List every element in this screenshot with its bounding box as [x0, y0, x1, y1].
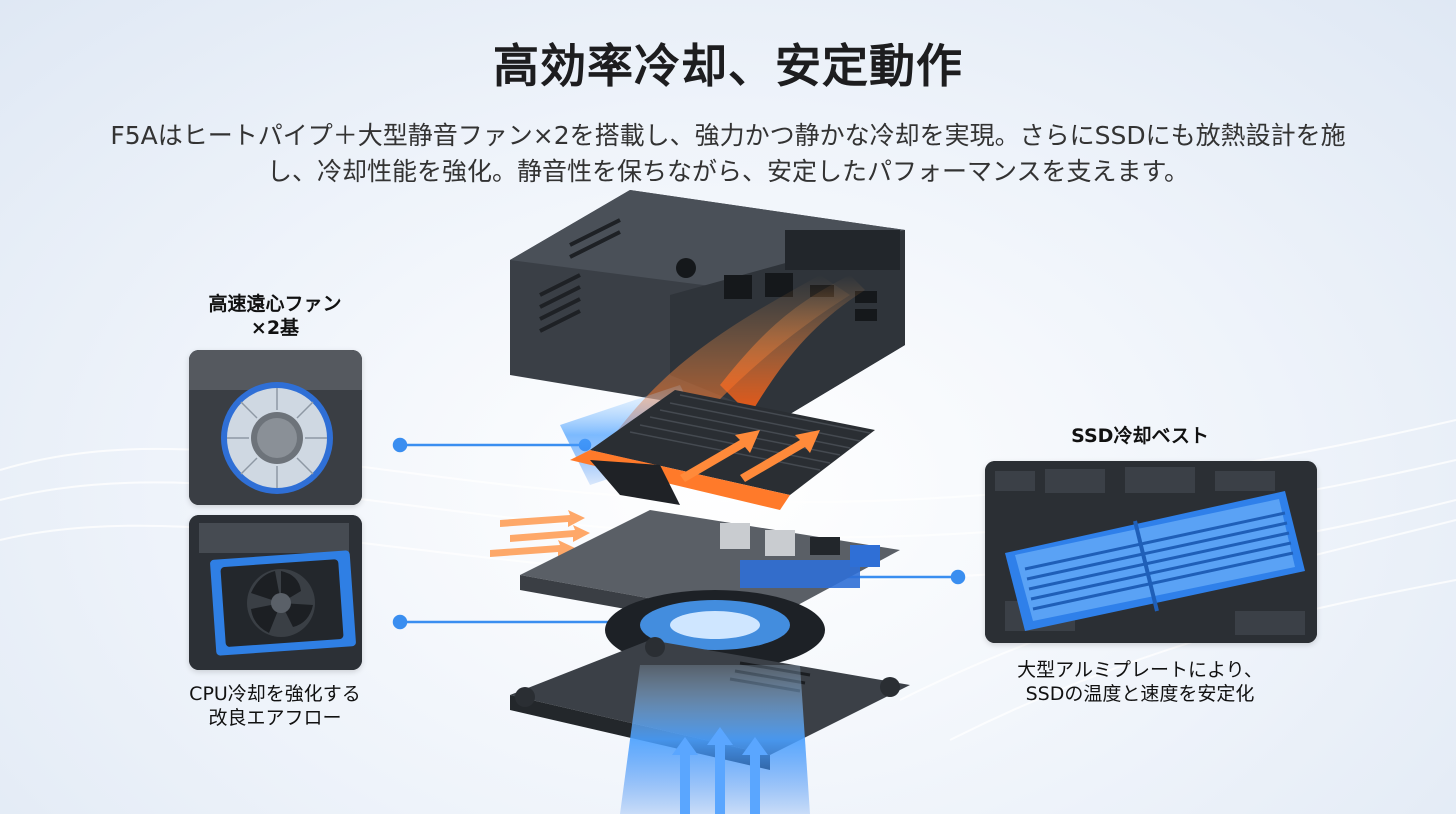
fan-closeup-photo — [189, 350, 362, 505]
airflow-connector-dot — [392, 614, 408, 630]
bottom-airflow — [620, 665, 810, 814]
ssd-connector-dot — [950, 569, 966, 585]
fan-callout-label: 高速遠心ファン ×2基 — [190, 292, 360, 340]
fan-connector-dot — [392, 437, 408, 453]
fan-callout-line-1: 高速遠心ファン — [208, 293, 342, 315]
airflow-arrow-icon — [680, 430, 820, 482]
airflow-callout-label: CPU冷却を強化する 改良エアフロー — [170, 682, 380, 730]
exploded-device-illustration — [490, 190, 910, 814]
ssd-callout-title: SSD冷却ベスト — [1071, 425, 1209, 447]
ssd-caption-line-2: SSDの温度と速度を安定化 — [1025, 683, 1255, 705]
description-line-2: し、冷却性能を強化。静音性を保ちながら、安定したパフォーマンスを支えます。 — [266, 157, 1189, 186]
airflow-closeup-photo — [189, 515, 362, 670]
fan-callout-line-2: ×2基 — [250, 317, 300, 339]
heatsink-layer — [570, 390, 875, 510]
airflow-callout-line-2: 改良エアフロー — [208, 707, 342, 729]
fan-icon — [189, 350, 362, 505]
page-description: F5Aはヒートパイプ＋大型静音ファン×2を搭載し、強力かつ静かな冷却を実現。さら… — [60, 118, 1396, 190]
ssd-caption-line-1: 大型アルミプレートにより、 — [1017, 659, 1263, 681]
page-title: 高効率冷却、安定動作 — [493, 39, 963, 93]
ssd-plate-icon — [985, 461, 1317, 643]
intake-arrows — [490, 510, 590, 557]
description-line-1: F5Aはヒートパイプ＋大型静音ファン×2を搭載し、強力かつ静かな冷却を実現。さら… — [110, 121, 1346, 150]
airflow-callout-line-1: CPU冷却を強化する — [189, 683, 361, 705]
ssd-callout-caption: 大型アルミプレートにより、 SSDの温度と速度を安定化 — [1000, 658, 1280, 706]
ssd-closeup-photo — [985, 461, 1317, 643]
heatsink-icon — [189, 515, 362, 670]
